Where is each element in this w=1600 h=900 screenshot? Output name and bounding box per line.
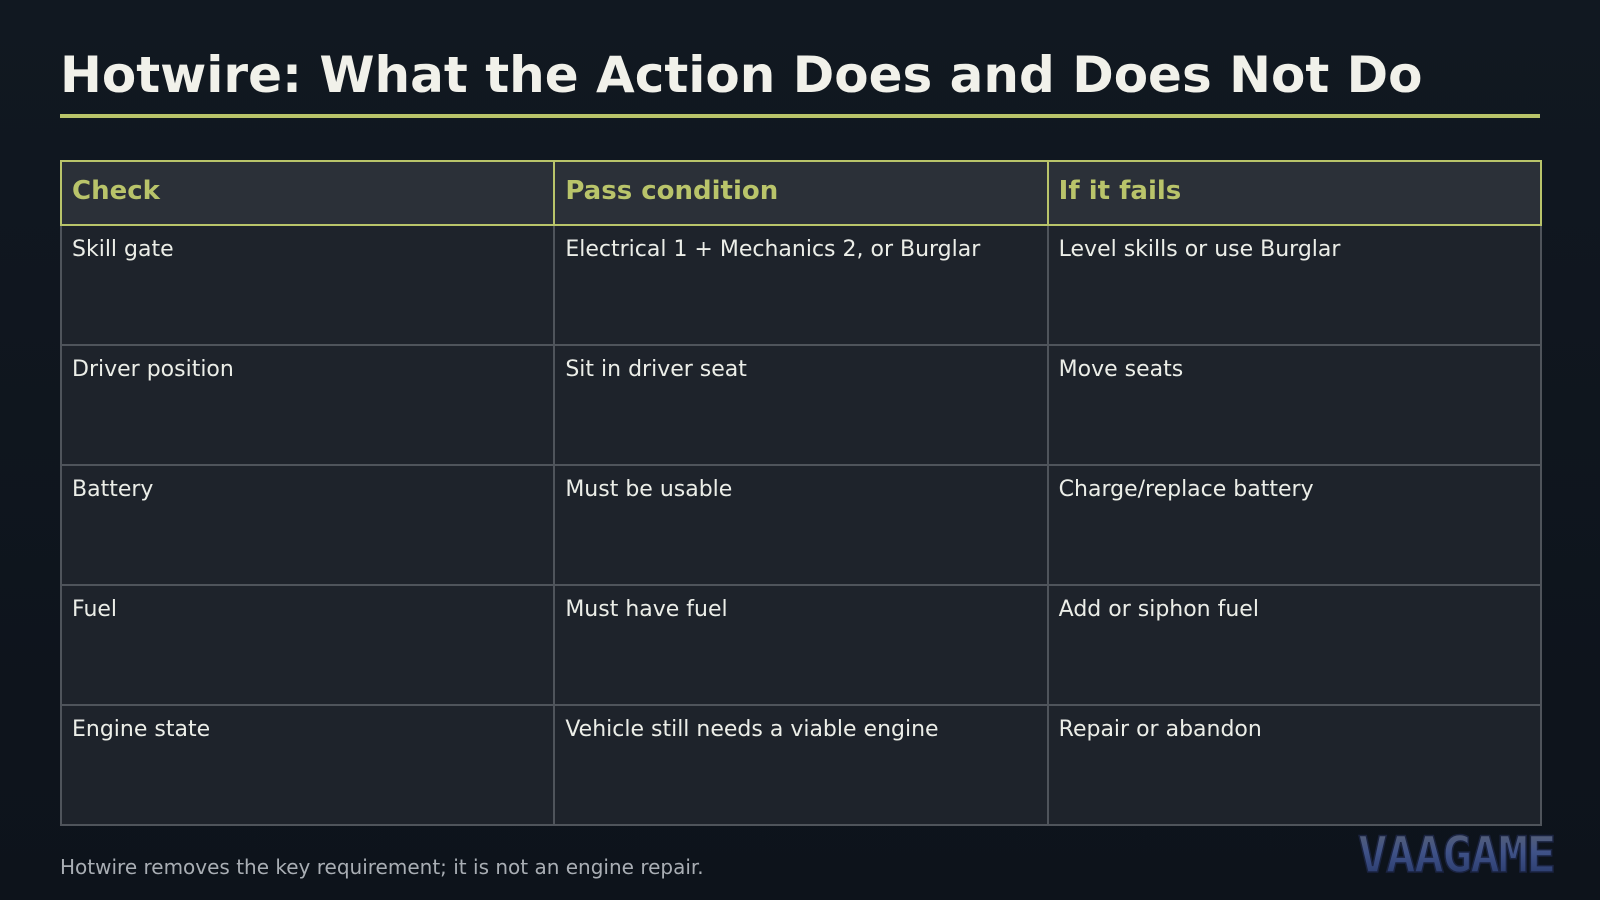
column-header-check: Check [59,160,556,226]
footnote: Hotwire removes the key requirement; it … [60,855,704,879]
checks-table: Check Pass condition If it fails Skill g… [59,160,1542,826]
title-underline [60,114,1540,118]
table-row: Fuel Must have fuel Add or siphon fuel [59,584,1542,706]
logo-wordmark: VAAGAME [1358,826,1555,882]
header-row: Check Pass condition If it fails [59,160,1542,226]
cell-pass-condition: Must be usable [553,464,1049,586]
cell-if-it-fails: Charge/replace battery [1046,464,1542,586]
cell-check: Driver position [59,344,556,466]
table-body: Skill gate Electrical 1 + Mechanics 2, o… [59,224,1542,826]
vaagame-logo: VAAGAME [1357,826,1557,882]
table-row: Battery Must be usable Charge/replace ba… [59,464,1542,586]
table-header: Check Pass condition If it fails [59,160,1542,226]
cell-pass-condition: Electrical 1 + Mechanics 2, or Burglar [553,224,1049,346]
cell-if-it-fails: Repair or abandon [1046,704,1542,826]
cell-if-it-fails: Add or siphon fuel [1046,584,1542,706]
cell-check: Fuel [59,584,556,706]
cell-check: Engine state [59,704,556,826]
cell-pass-condition: Must have fuel [553,584,1049,706]
page-title: Hotwire: What the Action Does and Does N… [60,46,1423,104]
cell-if-it-fails: Move seats [1046,344,1542,466]
table-row: Engine state Vehicle still needs a viabl… [59,704,1542,826]
cell-if-it-fails: Level skills or use Burglar [1046,224,1542,346]
table-row: Skill gate Electrical 1 + Mechanics 2, o… [59,224,1542,346]
cell-check: Battery [59,464,556,586]
cell-pass-condition: Sit in driver seat [553,344,1049,466]
column-header-if-it-fails: If it fails [1046,160,1542,226]
table-row: Driver position Sit in driver seat Move … [59,344,1542,466]
cell-check: Skill gate [59,224,556,346]
cell-pass-condition: Vehicle still needs a viable engine [553,704,1049,826]
column-header-pass-condition: Pass condition [553,160,1049,226]
